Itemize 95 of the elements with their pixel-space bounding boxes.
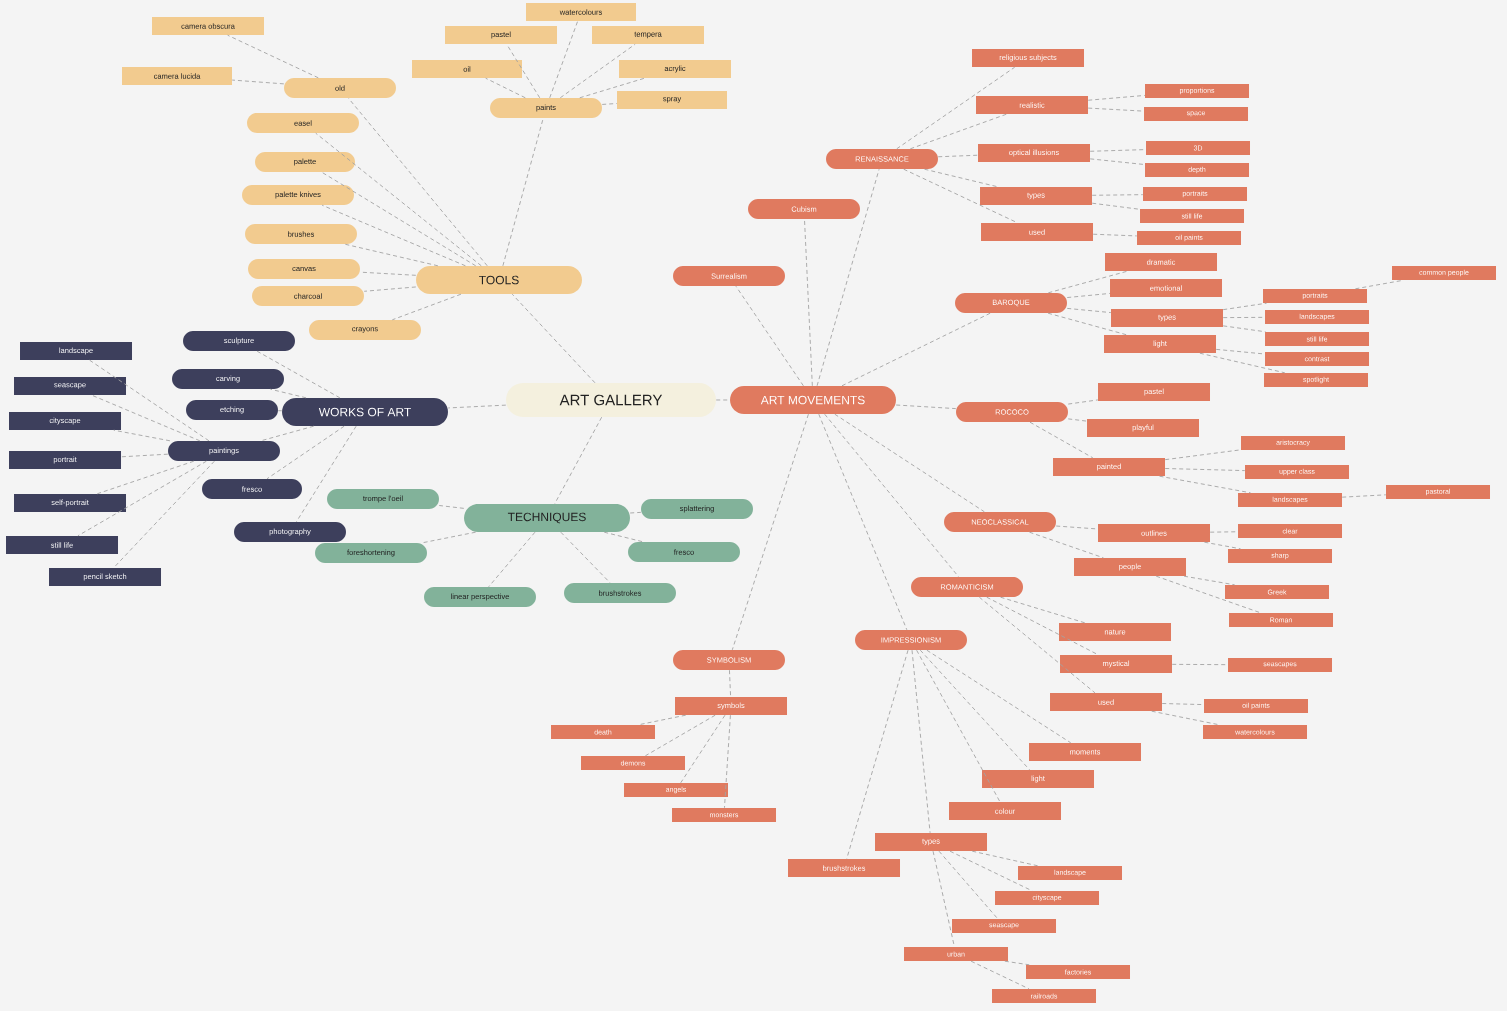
connector-line bbox=[554, 416, 603, 505]
connector-line bbox=[96, 460, 195, 495]
connector-line bbox=[269, 388, 307, 399]
connector-line bbox=[447, 404, 507, 409]
connector-line bbox=[1183, 575, 1236, 586]
connector-line bbox=[231, 79, 285, 85]
connector-line bbox=[1000, 596, 1086, 624]
connector-line bbox=[680, 714, 726, 784]
connector-line bbox=[911, 649, 931, 834]
connector-line bbox=[601, 103, 618, 105]
connector-line bbox=[926, 649, 1072, 744]
connector-line bbox=[1067, 418, 1088, 422]
connector-line bbox=[1159, 475, 1251, 494]
connector-line bbox=[834, 413, 985, 513]
connector-line bbox=[348, 97, 488, 267]
connector-line bbox=[344, 243, 439, 267]
connector-line bbox=[924, 168, 999, 188]
connector-line bbox=[560, 531, 611, 584]
connector-line bbox=[1203, 541, 1241, 550]
connector-line bbox=[256, 350, 341, 399]
connector-line bbox=[846, 649, 909, 860]
connector-line bbox=[903, 168, 1018, 224]
connector-line bbox=[266, 425, 345, 480]
branch-pill: TECHNIQUES bbox=[464, 504, 630, 532]
connector-line bbox=[731, 413, 809, 651]
connector-line bbox=[1199, 352, 1286, 374]
connector-line bbox=[77, 460, 207, 537]
connector-line bbox=[1067, 399, 1099, 405]
connector-line bbox=[485, 77, 526, 99]
branch-pill: TOOLS bbox=[416, 266, 582, 294]
connector-line bbox=[321, 204, 466, 267]
connector-line bbox=[824, 413, 960, 578]
connector-line bbox=[971, 850, 1039, 867]
connector-line bbox=[735, 285, 804, 387]
connector-line bbox=[120, 453, 169, 458]
connector-line bbox=[629, 511, 642, 514]
connector-line bbox=[895, 404, 957, 410]
connector-line bbox=[91, 394, 201, 442]
connector-line bbox=[438, 505, 465, 509]
connector-line bbox=[937, 154, 979, 158]
connector-line bbox=[321, 171, 477, 267]
connector-line bbox=[919, 649, 1031, 771]
connector-line bbox=[1066, 307, 1112, 314]
connector-line bbox=[1029, 531, 1104, 559]
root-pill: ART GALLERY bbox=[506, 383, 716, 417]
connector-line bbox=[89, 359, 210, 442]
branch-pill: ART MOVEMENTS bbox=[730, 386, 896, 414]
connector-line bbox=[488, 531, 536, 588]
connector-line bbox=[559, 43, 636, 99]
connector-line bbox=[816, 168, 880, 387]
connector-line bbox=[277, 410, 283, 412]
connector-line bbox=[970, 960, 1030, 990]
connector-line bbox=[1222, 325, 1267, 333]
connector-line bbox=[841, 312, 991, 387]
connector-line bbox=[644, 714, 716, 757]
connector-line bbox=[638, 714, 687, 726]
connector-line bbox=[978, 596, 1096, 694]
connector-line bbox=[421, 531, 477, 544]
connector-line bbox=[724, 714, 731, 809]
connector-line bbox=[909, 113, 1007, 150]
connector-line bbox=[579, 77, 646, 99]
connector-line bbox=[1029, 421, 1094, 459]
connector-line bbox=[1087, 95, 1146, 101]
connector-line bbox=[506, 43, 541, 99]
connector-line bbox=[986, 596, 1099, 656]
connector-line bbox=[295, 425, 357, 523]
connector-line bbox=[1091, 202, 1141, 210]
connector-line bbox=[1066, 292, 1111, 298]
connector-line bbox=[391, 293, 462, 321]
connector-line bbox=[1341, 494, 1387, 498]
connector-line bbox=[729, 669, 732, 698]
connector-line bbox=[113, 429, 171, 442]
branch-pill: WORKS OF ART bbox=[282, 398, 448, 426]
connector-line bbox=[1164, 468, 1246, 472]
connector-line bbox=[603, 531, 644, 543]
connector-line bbox=[896, 66, 1016, 150]
connector-line bbox=[818, 413, 908, 631]
connector-line bbox=[227, 34, 319, 79]
connector-line bbox=[1089, 158, 1146, 165]
connector-line bbox=[1004, 960, 1030, 966]
connector-line bbox=[1047, 270, 1128, 294]
connector-line bbox=[511, 293, 596, 384]
connector-line bbox=[1047, 312, 1128, 336]
connector-line bbox=[1092, 233, 1138, 237]
connector-line bbox=[938, 850, 999, 920]
connector-line bbox=[113, 460, 215, 569]
connector-line bbox=[916, 649, 1001, 803]
connector-line bbox=[260, 425, 315, 442]
connector-line bbox=[1151, 710, 1220, 726]
connector-line bbox=[549, 20, 579, 99]
connector-line bbox=[363, 286, 417, 292]
connector-line bbox=[1155, 575, 1261, 614]
connector-line bbox=[315, 132, 482, 267]
connector-line bbox=[1091, 194, 1144, 196]
connector-line bbox=[1222, 302, 1268, 311]
